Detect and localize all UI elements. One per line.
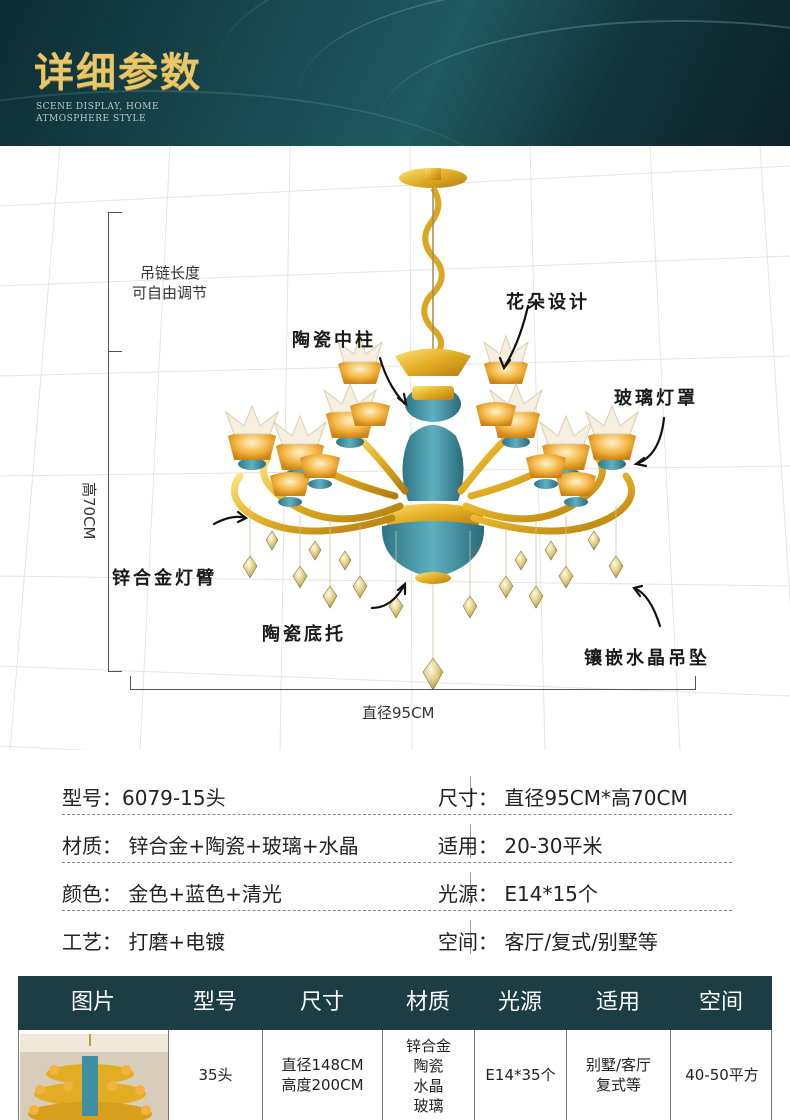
header-size: 尺寸 xyxy=(299,990,344,1015)
spec-divider xyxy=(470,920,471,954)
cell-material: 锌合金 陶瓷 水晶 玻璃 xyxy=(383,1030,475,1120)
spec-space: 空间： 客厅/复式/别墅等 xyxy=(438,930,658,954)
header-image: 图片 xyxy=(70,990,115,1015)
usage-line: 别墅/客厅 xyxy=(585,1056,652,1074)
spec-divider xyxy=(470,872,471,906)
spec-row: 颜色： 金色+蓝色+清光 光源： E14*15个 xyxy=(62,866,732,914)
page-title: 详细参数 xyxy=(34,49,202,96)
header-usage: 适用 xyxy=(595,990,640,1015)
product-stage: 吊链长度 可自由调节 高70CM 直径95CM 陶瓷中柱 花朵设计 玻璃灯罩 锌… xyxy=(0,146,790,750)
space-value: 40-50平方 xyxy=(685,1066,759,1084)
diameter-dimension-line xyxy=(130,689,696,690)
chandelier-image xyxy=(212,168,666,691)
height-dimension-line xyxy=(108,212,109,672)
callout-glass-shade: 玻璃灯罩 xyxy=(614,388,698,409)
header-light: 光源 xyxy=(497,990,542,1015)
spec-craft: 工艺： 打磨+电镀 xyxy=(62,930,226,954)
material-line: 玻璃 xyxy=(413,1097,444,1115)
spec-row: 型号：6079-15头 尺寸： 直径95CM*高70CM xyxy=(62,770,732,818)
header-model: 型号 xyxy=(192,990,237,1015)
dimension-tick xyxy=(108,212,122,213)
spec-divider xyxy=(470,824,471,858)
diameter-label: 直径95CM xyxy=(362,704,435,722)
spec-size: 尺寸： 直径95CM*高70CM xyxy=(438,786,688,810)
table-row: 35头 直径148CM 高度200CM 锌合金 陶瓷 水晶 玻璃 E14*35个… xyxy=(18,1030,772,1120)
callout-zinc-arm: 锌合金灯臂 xyxy=(112,568,217,589)
spec-separator xyxy=(62,814,732,815)
table-header: 图片 型号 尺寸 材质 光源 适用 空间 xyxy=(18,976,772,1030)
spec-light-source: 光源： E14*15个 xyxy=(438,882,598,906)
cell-size: 直径148CM 高度200CM xyxy=(263,1030,383,1120)
callout-ceramic-column: 陶瓷中柱 xyxy=(292,330,376,351)
spec-material: 材质： 锌合金+陶瓷+玻璃+水晶 xyxy=(62,834,359,858)
header-banner: 详细参数 SCENE DISPLAY, HOME ATMOSPHERE STYL… xyxy=(0,0,790,146)
callout-ceramic-base: 陶瓷底托 xyxy=(262,624,346,645)
chain-adjustable-label: 可自由调节 xyxy=(132,284,208,302)
dimension-tick xyxy=(130,676,131,690)
callout-crystal-pendant: 镶嵌水晶吊坠 xyxy=(584,648,710,669)
variant-table: 图片 型号 尺寸 材质 光源 适用 空间 35头 xyxy=(18,976,772,1120)
spec-row: 工艺： 打磨+电镀 空间： 客厅/复式/别墅等 xyxy=(62,914,732,962)
size-height: 高度200CM xyxy=(281,1076,364,1094)
cell-model: 35头 xyxy=(169,1030,263,1120)
material-line: 陶瓷 xyxy=(413,1057,444,1075)
header-space: 空间 xyxy=(698,990,743,1015)
spec-area: 适用： 20-30平米 xyxy=(438,834,603,858)
spec-row: 材质： 锌合金+陶瓷+玻璃+水晶 适用： 20-30平米 xyxy=(62,818,732,866)
dimension-tick xyxy=(695,676,696,690)
spec-separator xyxy=(62,862,732,863)
chain-length-label: 吊链长度 xyxy=(140,264,201,282)
dimension-tick xyxy=(108,671,122,672)
banner-subtitle: SCENE DISPLAY, HOME ATMOSPHERE STYLE xyxy=(36,102,160,124)
model-value: 35头 xyxy=(198,1066,233,1084)
material-line: 锌合金 xyxy=(405,1037,451,1055)
dimension-tick xyxy=(108,351,122,352)
header-material: 材质 xyxy=(405,990,450,1015)
spec-model: 型号：6079-15头 xyxy=(62,786,226,810)
light-value: E14*35个 xyxy=(485,1066,556,1084)
cell-image xyxy=(19,1030,169,1120)
cell-usage: 别墅/客厅 复式等 xyxy=(567,1030,671,1120)
size-diameter: 直径148CM xyxy=(281,1056,364,1074)
spec-divider xyxy=(470,776,471,810)
height-label: 高70CM xyxy=(80,482,98,540)
cell-light: E14*35个 xyxy=(475,1030,567,1120)
spec-color: 颜色： 金色+蓝色+清光 xyxy=(62,882,282,906)
spec-separator xyxy=(62,910,732,911)
material-line: 水晶 xyxy=(413,1077,444,1095)
product-thumbnail xyxy=(19,1034,168,1120)
cell-space: 40-50平方 xyxy=(671,1030,773,1120)
usage-line: 复式等 xyxy=(595,1076,641,1094)
callout-flower-design: 花朵设计 xyxy=(506,292,590,313)
